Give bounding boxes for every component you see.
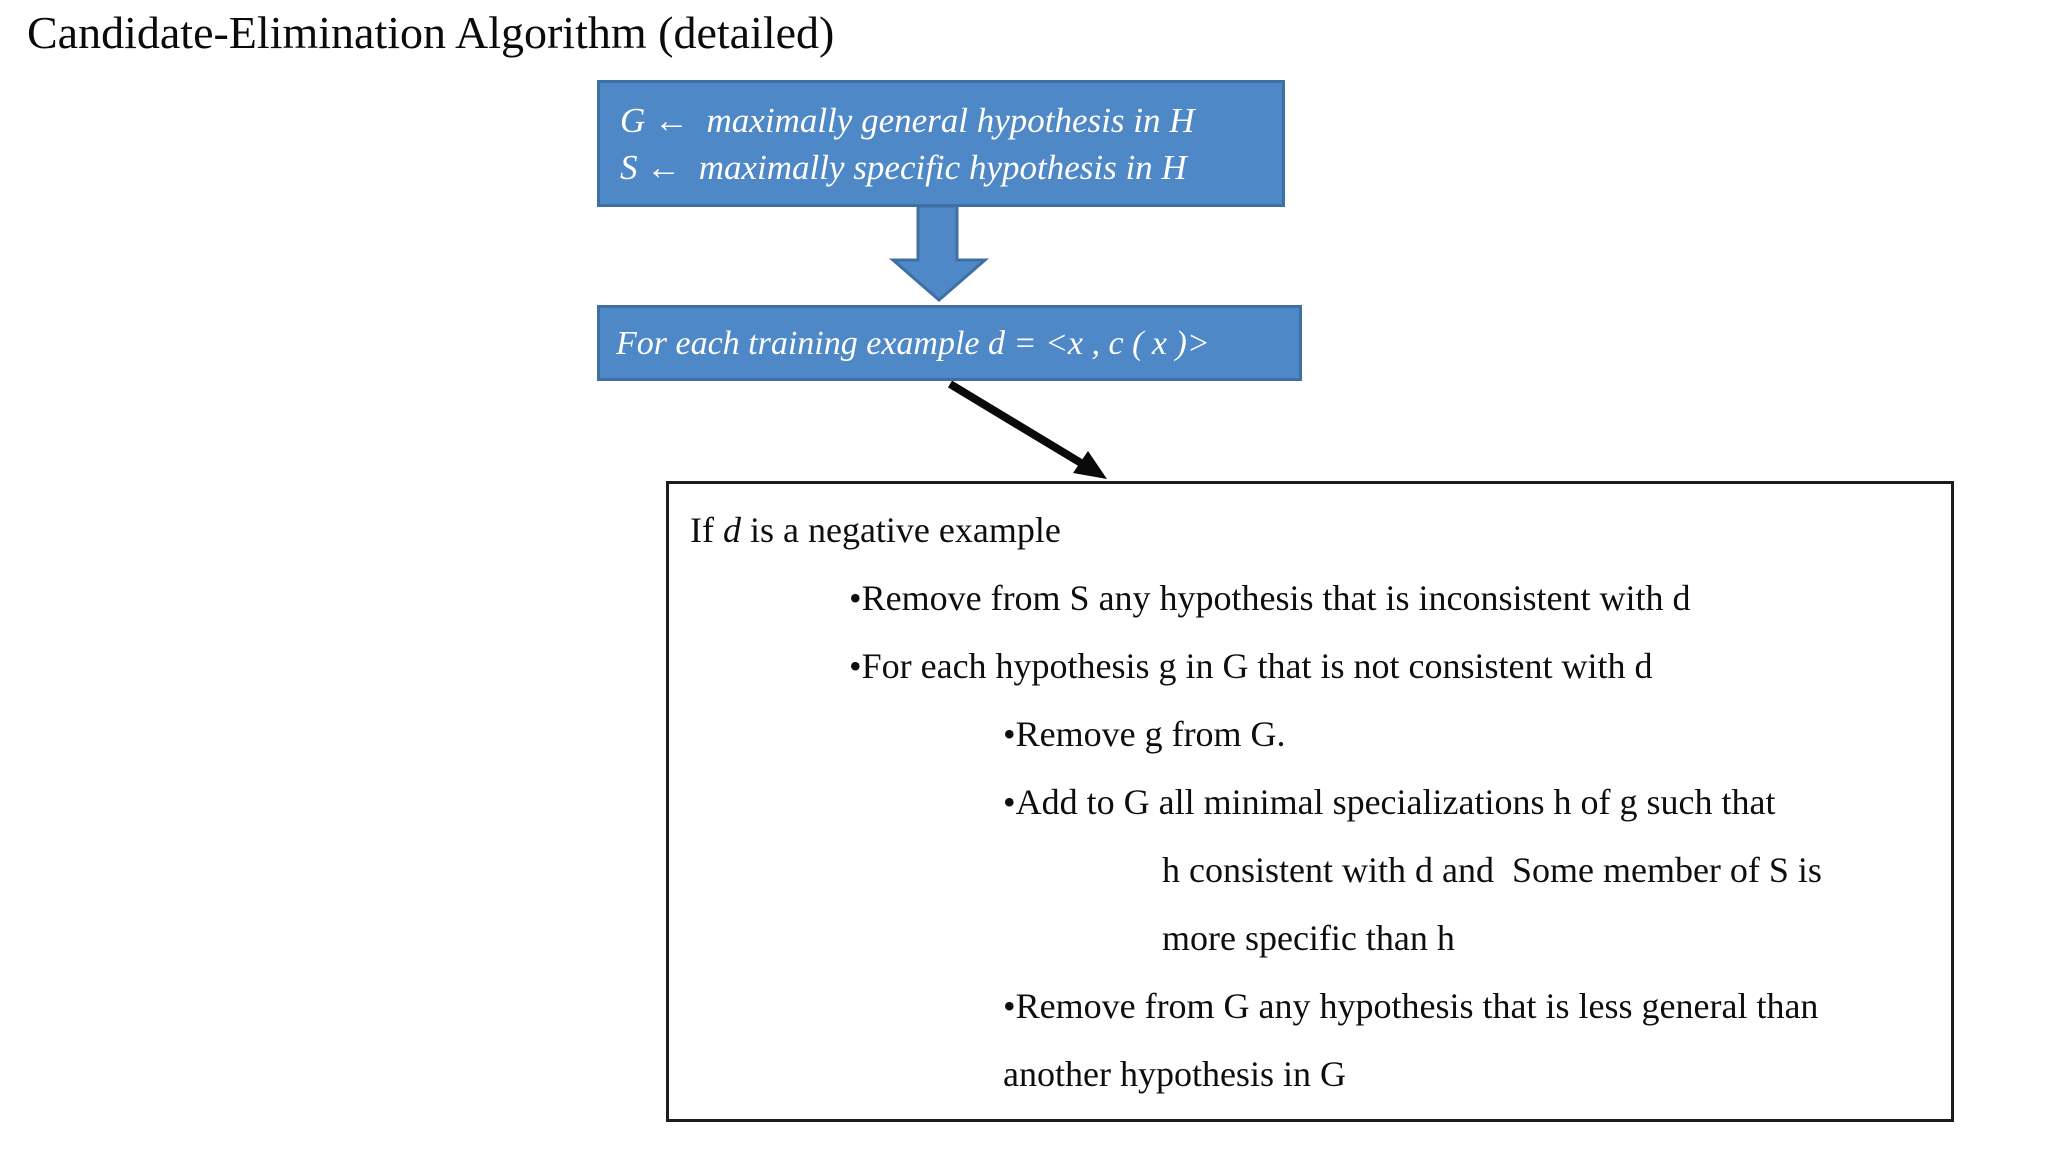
initialize-hypotheses-box: G ← maximally general hypothesis in H S … (597, 80, 1285, 207)
list-item-continuation: another hypothesis in G (1003, 1054, 1346, 1094)
list-item: •For each hypothesis g in G that is not … (849, 646, 1653, 686)
page-title: Candidate-Elimination Algorithm (detaile… (27, 7, 835, 58)
intro-prefix: If (690, 510, 723, 550)
intro-suffix: is a negative example (740, 510, 1061, 550)
list-item-continuation: more specific than h (1162, 918, 1455, 958)
diagonal-connector-line (947, 380, 1084, 467)
diagonal-connector-arrowhead-icon (1073, 451, 1107, 479)
intro-emphasis-d: d (722, 510, 741, 550)
list-item: •Remove from G any hypothesis that is le… (1003, 986, 1819, 1026)
list-item: •Remove g from G. (1003, 714, 1286, 754)
list-item-continuation: h consistent with d and Some member of S… (1162, 850, 1822, 890)
down-block-arrow-icon (888, 204, 990, 302)
training-example-loop-box: For each training example d = <x , c ( x… (597, 305, 1302, 381)
list-item: •Remove from S any hypothesis that is in… (849, 578, 1691, 618)
negative-intro-line: If d is a negative example (669, 496, 1951, 564)
init-line-general: G ← maximally general hypothesis in H (620, 100, 1195, 140)
negative-example-box: If d is a negative example •Remove from … (666, 481, 1954, 1122)
loop-line: For each training example d = <x , c ( x… (616, 324, 1210, 362)
list-item: •Add to G all minimal specializations h … (1003, 782, 1776, 822)
init-line-specific: S ← maximally specific hypothesis in H (620, 147, 1187, 187)
